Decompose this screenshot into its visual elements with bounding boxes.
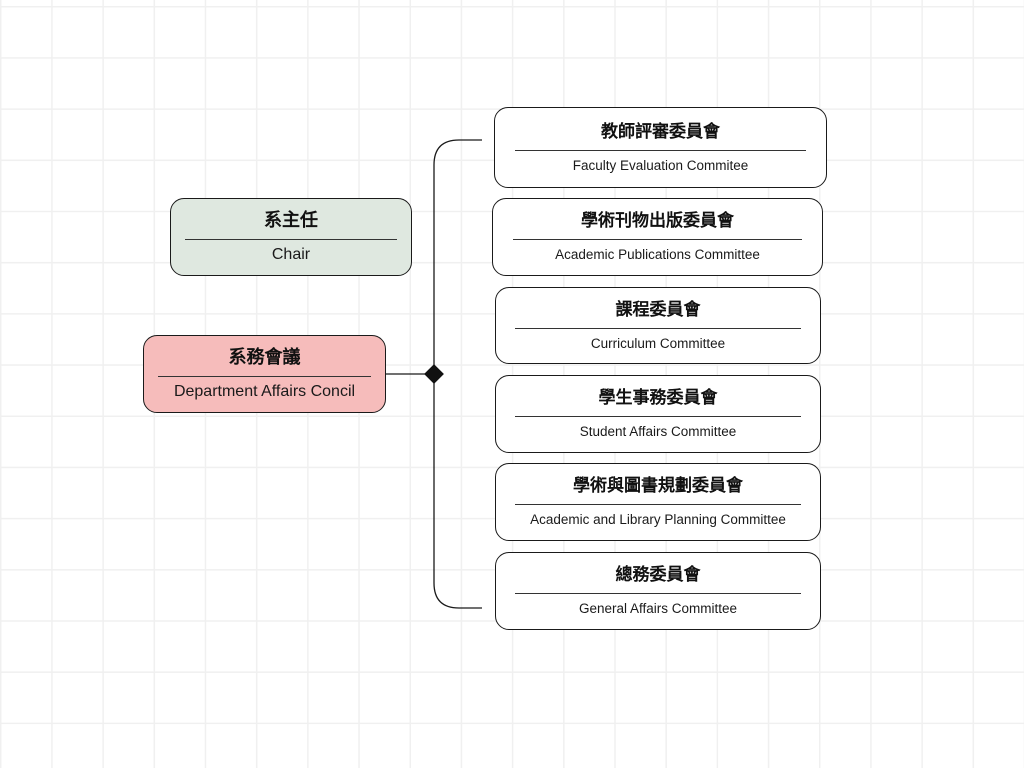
committee-node-academic-publications[interactable]: 學術刊物出版委員會 Academic Publications Committe… — [492, 198, 823, 276]
department-divider — [158, 376, 371, 377]
committee-title-zh: 學生事務委員會 — [598, 388, 718, 408]
committee-title-zh: 課程委員會 — [615, 299, 701, 320]
committee-divider — [515, 416, 801, 417]
department-affairs-node[interactable]: 系務會議 Department Affairs Concil — [143, 335, 386, 413]
committee-divider — [515, 327, 801, 329]
chair-divider — [185, 239, 397, 240]
chair-title-en: Chair — [271, 246, 311, 263]
committee-node-student-affairs[interactable]: 學生事務委員會 Student Affairs Committee — [495, 375, 821, 453]
committee-title-zh: 學術與圖書規劃委員會 — [573, 476, 743, 496]
department-title-en: Department Affairs Concil — [173, 383, 356, 400]
committee-title-zh: 教師評審委員會 — [601, 121, 720, 142]
committee-title-en: Faculty Evaluation Commitee — [572, 157, 749, 173]
committee-title-en: General Affairs Committee — [578, 601, 738, 616]
chair-title-zh: 系主任 — [264, 210, 318, 231]
committee-divider — [515, 593, 801, 594]
committee-title-zh: 總務委員會 — [615, 565, 701, 585]
department-title-zh: 系務會議 — [228, 347, 301, 368]
committee-node-general-affairs[interactable]: 總務委員會 General Affairs Committee — [495, 552, 821, 630]
junction-diamond — [424, 364, 444, 384]
committee-title-en: Academic and Library Planning Committee — [530, 512, 786, 527]
committee-title-en: Curriculum Committee — [590, 335, 726, 351]
committee-node-academic-library-planning[interactable]: 學術與圖書規劃委員會 Academic and Library Planning… — [495, 463, 821, 541]
chair-node[interactable]: 系主任 Chair — [170, 198, 412, 276]
committee-node-faculty-evaluation[interactable]: 教師評審委員會 Faculty Evaluation Commitee — [494, 107, 827, 188]
committee-title-en: Academic Publications Committee — [555, 247, 760, 262]
committee-bracket — [433, 139, 482, 609]
committee-divider — [515, 504, 801, 505]
committee-divider — [514, 149, 807, 151]
committee-title-zh: 學術刊物出版委員會 — [581, 211, 734, 231]
committee-title-en: Student Affairs Committee — [579, 424, 737, 439]
committee-divider — [512, 239, 803, 240]
committee-node-curriculum[interactable]: 課程委員會 Curriculum Committee — [495, 287, 821, 364]
